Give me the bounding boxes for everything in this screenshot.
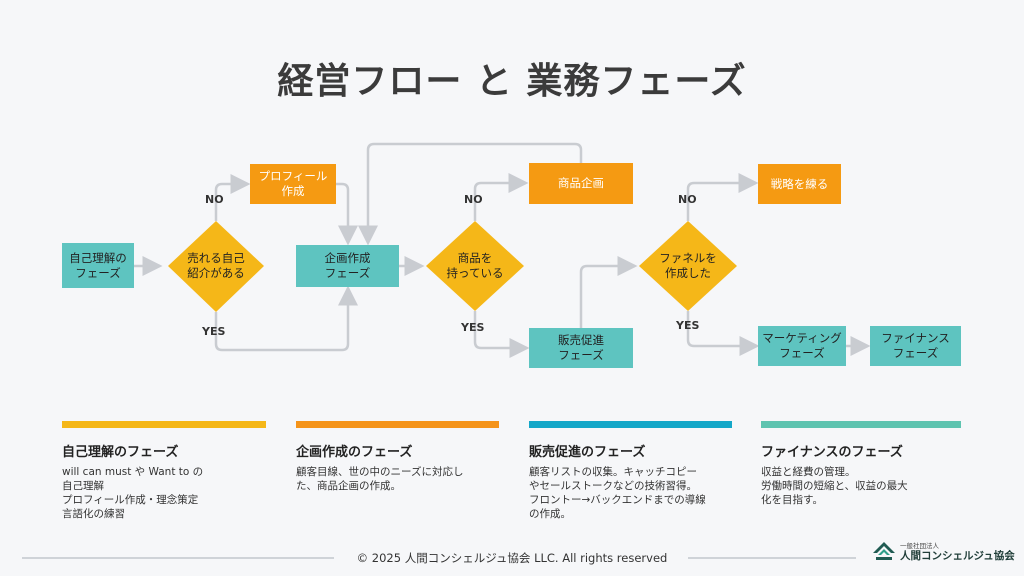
node-self-understanding-phase: 自己理解の フェーズ <box>62 243 134 288</box>
column-title-finance: ファイナンスのフェーズ <box>761 445 903 460</box>
column-text-self: will can must や Want to の 自己理解 プロフィール作成・… <box>62 466 204 520</box>
diamond-has-product <box>426 221 524 311</box>
decision-sellable-intro: 売れる自己 紹介がある <box>187 251 245 280</box>
logo-subtitle: 一般社団法人 <box>900 541 939 550</box>
association-logo: 一般社団法人 人間コンシェルジュ協会 <box>872 541 1015 563</box>
connector-sellable-no <box>214 174 251 221</box>
node-strategy: 戦略を練る <box>758 164 841 204</box>
label-yes-sellable: YES <box>202 325 226 338</box>
connector-profile-to-planning <box>336 182 358 246</box>
column-title-planning: 企画作成のフェーズ <box>296 445 413 460</box>
logo-name: 人間コンシェルジュ協会 <box>900 549 1015 562</box>
node-profile-creation: プロフィール 作成 <box>250 164 336 204</box>
label-no-sellable: NO <box>205 193 224 206</box>
column-text-planning: 顧客目線、世の中のニーズに対応し た、商品企画の作成。 <box>296 466 464 492</box>
node-product-planning: 商品企画 <box>529 163 633 204</box>
footer-divider-right <box>688 557 856 559</box>
logo-mark-icon <box>873 542 895 560</box>
phase-bar-planning <box>296 421 499 428</box>
label-yes-funnel: YES <box>676 319 700 332</box>
column-title-self: 自己理解のフェーズ <box>62 445 179 460</box>
label-no-has-product: NO <box>464 193 483 206</box>
copyright-text: © 2025 人間コンシェルジュ協会 LLC. All rights reser… <box>356 551 668 565</box>
phase-bar-finance <box>761 421 961 428</box>
phase-bar-self <box>62 421 266 428</box>
diamond-sellable <box>168 221 264 312</box>
column-text-finance: 収益と経費の管理。 労働時間の短縮と、収益の最大 化を目指す。 <box>761 466 908 506</box>
page-title: 経営フロー と 業務フェーズ <box>277 61 747 102</box>
phase-bar-sales <box>529 421 732 428</box>
node-marketing-phase: マーケティング フェーズ <box>758 326 846 366</box>
connector-sellable-yes <box>214 285 358 352</box>
node-finance-phase: ファイナンス フェーズ <box>870 326 961 366</box>
label-yes-has-product: YES <box>461 321 485 334</box>
connector-sales-to-funnel <box>579 256 638 328</box>
node-planning-phase: 企画作成 フェーズ <box>296 245 399 287</box>
connector-has-product-yes <box>473 311 530 358</box>
column-text-sales: 顧客リストの収集。キャッチコピー やセールストークなどの技術習得。 フロントー→… <box>529 466 706 520</box>
connector-has-product-no <box>473 173 529 221</box>
decision-has-product: 商品を 持っている <box>446 251 504 280</box>
decision-funnel-created: ファネルを 作成した <box>659 251 717 280</box>
label-no-funnel: NO <box>678 193 697 206</box>
connector-funnel-yes <box>686 311 760 356</box>
column-title-sales: 販売促進のフェーズ <box>529 445 646 460</box>
connector-funnel-no <box>686 173 759 221</box>
connector-product-plan-loop <box>358 142 583 246</box>
node-sales-promotion-phase: 販売促進 フェーズ <box>529 328 633 368</box>
diamond-funnel <box>639 221 737 311</box>
footer-divider-left <box>22 557 334 559</box>
